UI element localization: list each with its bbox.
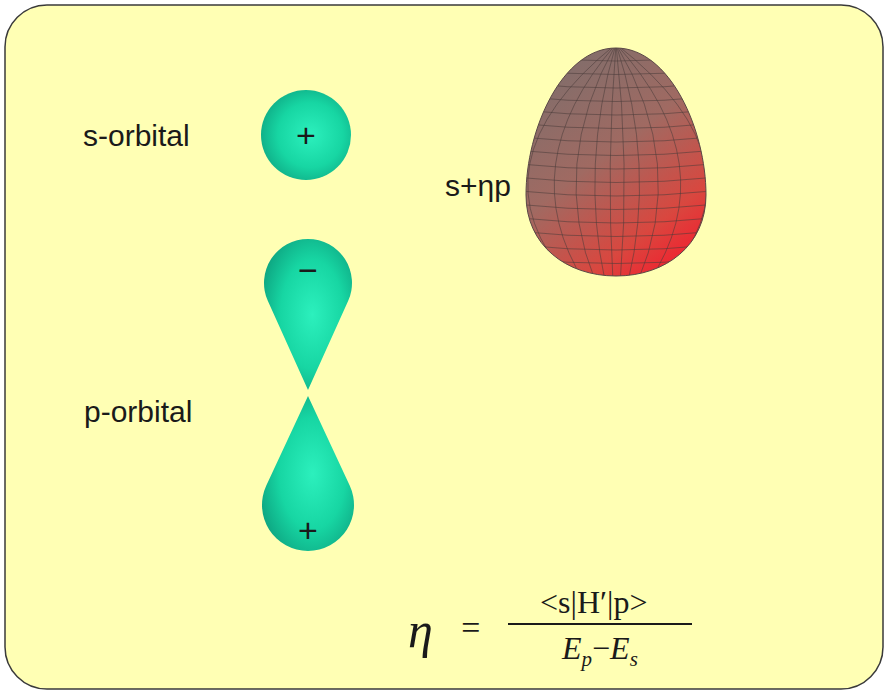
fraction-bar (508, 623, 692, 625)
sign-label: + (298, 513, 318, 547)
formula-symbol: η (408, 605, 433, 655)
formula-numerator: <s|H′|p> (540, 586, 647, 618)
sign-label: + (296, 118, 316, 152)
p-orbital-upper-lobe (264, 239, 352, 390)
s-orbital-shape (261, 90, 351, 180)
orbital-grid (520, 44, 712, 282)
orbital-lobe: − (264, 240, 352, 300)
orbital-name: p-orbital (84, 397, 192, 427)
sign-label: − (298, 253, 318, 287)
orbital-name: s-orbital (83, 121, 190, 151)
formula-symbol: = (459, 611, 482, 645)
subscript: s (630, 649, 638, 670)
hybrid-orbital-outline (526, 48, 706, 276)
formula-symbol: E (610, 632, 630, 664)
orbital-lobe: + (261, 90, 351, 180)
background-card (5, 5, 883, 689)
orbital-name: s+ηp (445, 171, 511, 201)
p-orbital-lower-lobe (262, 396, 354, 551)
formula-symbol: − (592, 632, 610, 664)
orbital-lobe: + (262, 500, 354, 560)
formula-denominator: Ep−Es (562, 632, 638, 664)
formula-symbol: E (562, 632, 582, 664)
subscript: p (582, 649, 593, 670)
